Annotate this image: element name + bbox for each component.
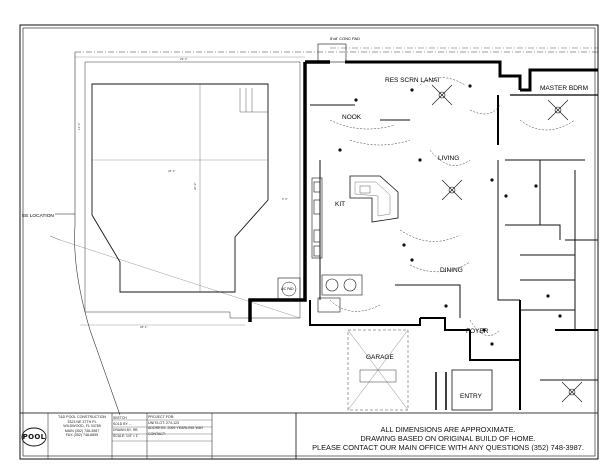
title-block xyxy=(19,412,599,460)
logo-text: POOL xyxy=(22,433,46,441)
svg-text:28' 4": 28' 4" xyxy=(140,325,147,329)
label-master: MASTER BDRM xyxy=(540,85,588,92)
deck-line-b xyxy=(59,239,301,319)
kitchen-counters xyxy=(311,177,323,259)
label-conc-pad: 5'x8' CONC PAD xyxy=(330,36,360,41)
conc-pad-outline xyxy=(317,43,347,63)
ac-pad-outline xyxy=(277,277,301,301)
sketch-line: SCALE: 1/4" = 1' xyxy=(113,434,139,438)
kitchen-island-inner xyxy=(354,181,391,217)
inner-border xyxy=(22,27,596,457)
kitchen-sink xyxy=(359,185,371,194)
sketch-line: DRAWN BY: RB xyxy=(113,428,138,432)
svg-text:14' 0": 14' 0" xyxy=(77,123,81,130)
company-line: T&D POOL CONSTRUCTION xyxy=(58,415,106,419)
outer-border xyxy=(19,24,599,460)
company-info: T&D POOL CONSTRUCTION 3323 NE 37TH PL WI… xyxy=(52,415,112,438)
note-line: DRAWING BASED ON ORIGINAL BUILD OF HOME. xyxy=(360,433,536,443)
ceiling-fans xyxy=(431,84,583,403)
svg-text:6' 0": 6' 0" xyxy=(282,197,288,201)
kitchen-island xyxy=(349,175,399,223)
house-walls xyxy=(248,60,598,410)
label-nook: NOOK xyxy=(342,114,362,121)
label-kit: KIT xyxy=(335,201,345,208)
pool-outline xyxy=(91,83,269,293)
disclaimer-notes: ALL DIMENSIONS ARE APPROXIMATE. DRAWING … xyxy=(298,417,598,459)
sketch-line: SOLD BY: -- xyxy=(113,422,132,426)
sketch-line: SKETCH xyxy=(113,416,127,420)
svg-text:20' 9": 20' 9" xyxy=(193,183,197,190)
note-line: PLEASE CONTACT OUR MAIN OFFICE WITH ANY … xyxy=(312,442,584,452)
company-line: FAX (352) 748-6895 xyxy=(65,433,99,438)
svg-text:29' 0": 29' 0" xyxy=(180,57,187,61)
sketch-info: SKETCH SOLD BY: -- DRAWN BY: RB SCALE: 1… xyxy=(113,415,147,439)
pool-deck-outline xyxy=(84,61,301,319)
company-line: WILDWOOD, FL 34785 xyxy=(63,424,101,429)
electrical-wiring xyxy=(329,77,576,336)
dimension-texts: 29' 0" 26' 4" 20' 9" 14' 0" 28' 4" 6' 0" xyxy=(77,57,288,329)
label-lanai: RES SCRN LANAI xyxy=(385,77,439,84)
company-line: 3323 NE 37TH PL xyxy=(67,419,97,424)
label-ac-pad: A/C PAD xyxy=(281,287,294,291)
ac-unit-circle xyxy=(281,281,297,297)
project-line: CONTACT: xyxy=(148,431,166,436)
deck-line-a xyxy=(49,235,61,241)
project-line: UNIT/LOT: 274-123 xyxy=(148,420,180,425)
garage-label-box xyxy=(359,369,397,383)
svg-text:26' 4": 26' 4" xyxy=(168,169,175,173)
laundry-area xyxy=(317,274,363,313)
project-line: ADDRESS: 2069 YEARLING WAY xyxy=(148,426,204,430)
label-living: LIVING xyxy=(438,155,459,162)
pool-steps xyxy=(239,88,268,113)
project-info: PROJECT FOR: UNIT/LOT: 274-123 ADDRESS: … xyxy=(148,415,210,437)
entry-area xyxy=(451,369,493,411)
interior-walls xyxy=(310,104,598,381)
company-line: MAIN (352) 748-3987 xyxy=(64,428,100,433)
deck-boundary-left xyxy=(74,52,121,416)
label-dining: DINING xyxy=(440,267,463,274)
electrical-symbols xyxy=(338,84,562,346)
label-equipment-location: EE LOCATION xyxy=(22,213,54,219)
company-logo: POOL xyxy=(22,427,46,447)
label-garage: GARAGE xyxy=(366,354,394,361)
label-foyer: FOYER xyxy=(466,328,489,335)
label-entry: ENTRY xyxy=(460,393,483,400)
note-line: ALL DIMENSIONS ARE APPROXIMATE. xyxy=(380,424,516,434)
company-logo-ring xyxy=(21,427,47,447)
garage-outline xyxy=(347,329,409,411)
project-line: PROJECT FOR: xyxy=(148,415,175,419)
